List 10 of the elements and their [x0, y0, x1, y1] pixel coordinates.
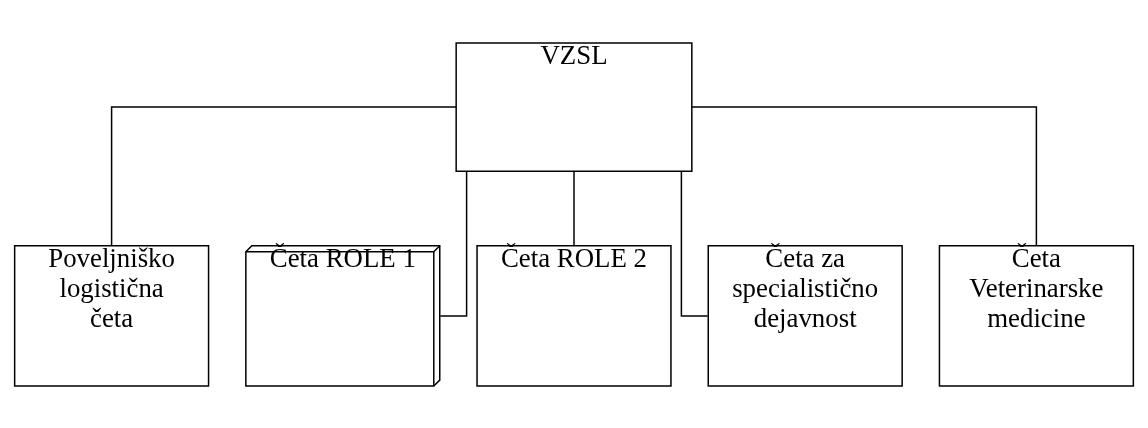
node-box: Četa za specialistično dejavnost — [707, 244, 903, 387]
node-box: Četa Veterinarske medicine — [938, 244, 1135, 387]
node-box: Četa ROLE 2 — [476, 244, 672, 387]
node-box: Poveljniško logistična četa — [13, 244, 210, 387]
connector — [110, 105, 457, 247]
connector — [573, 170, 575, 246]
connector — [691, 105, 1038, 247]
connector — [439, 170, 468, 317]
node-box: VZSL — [455, 41, 693, 172]
connector — [680, 170, 709, 317]
